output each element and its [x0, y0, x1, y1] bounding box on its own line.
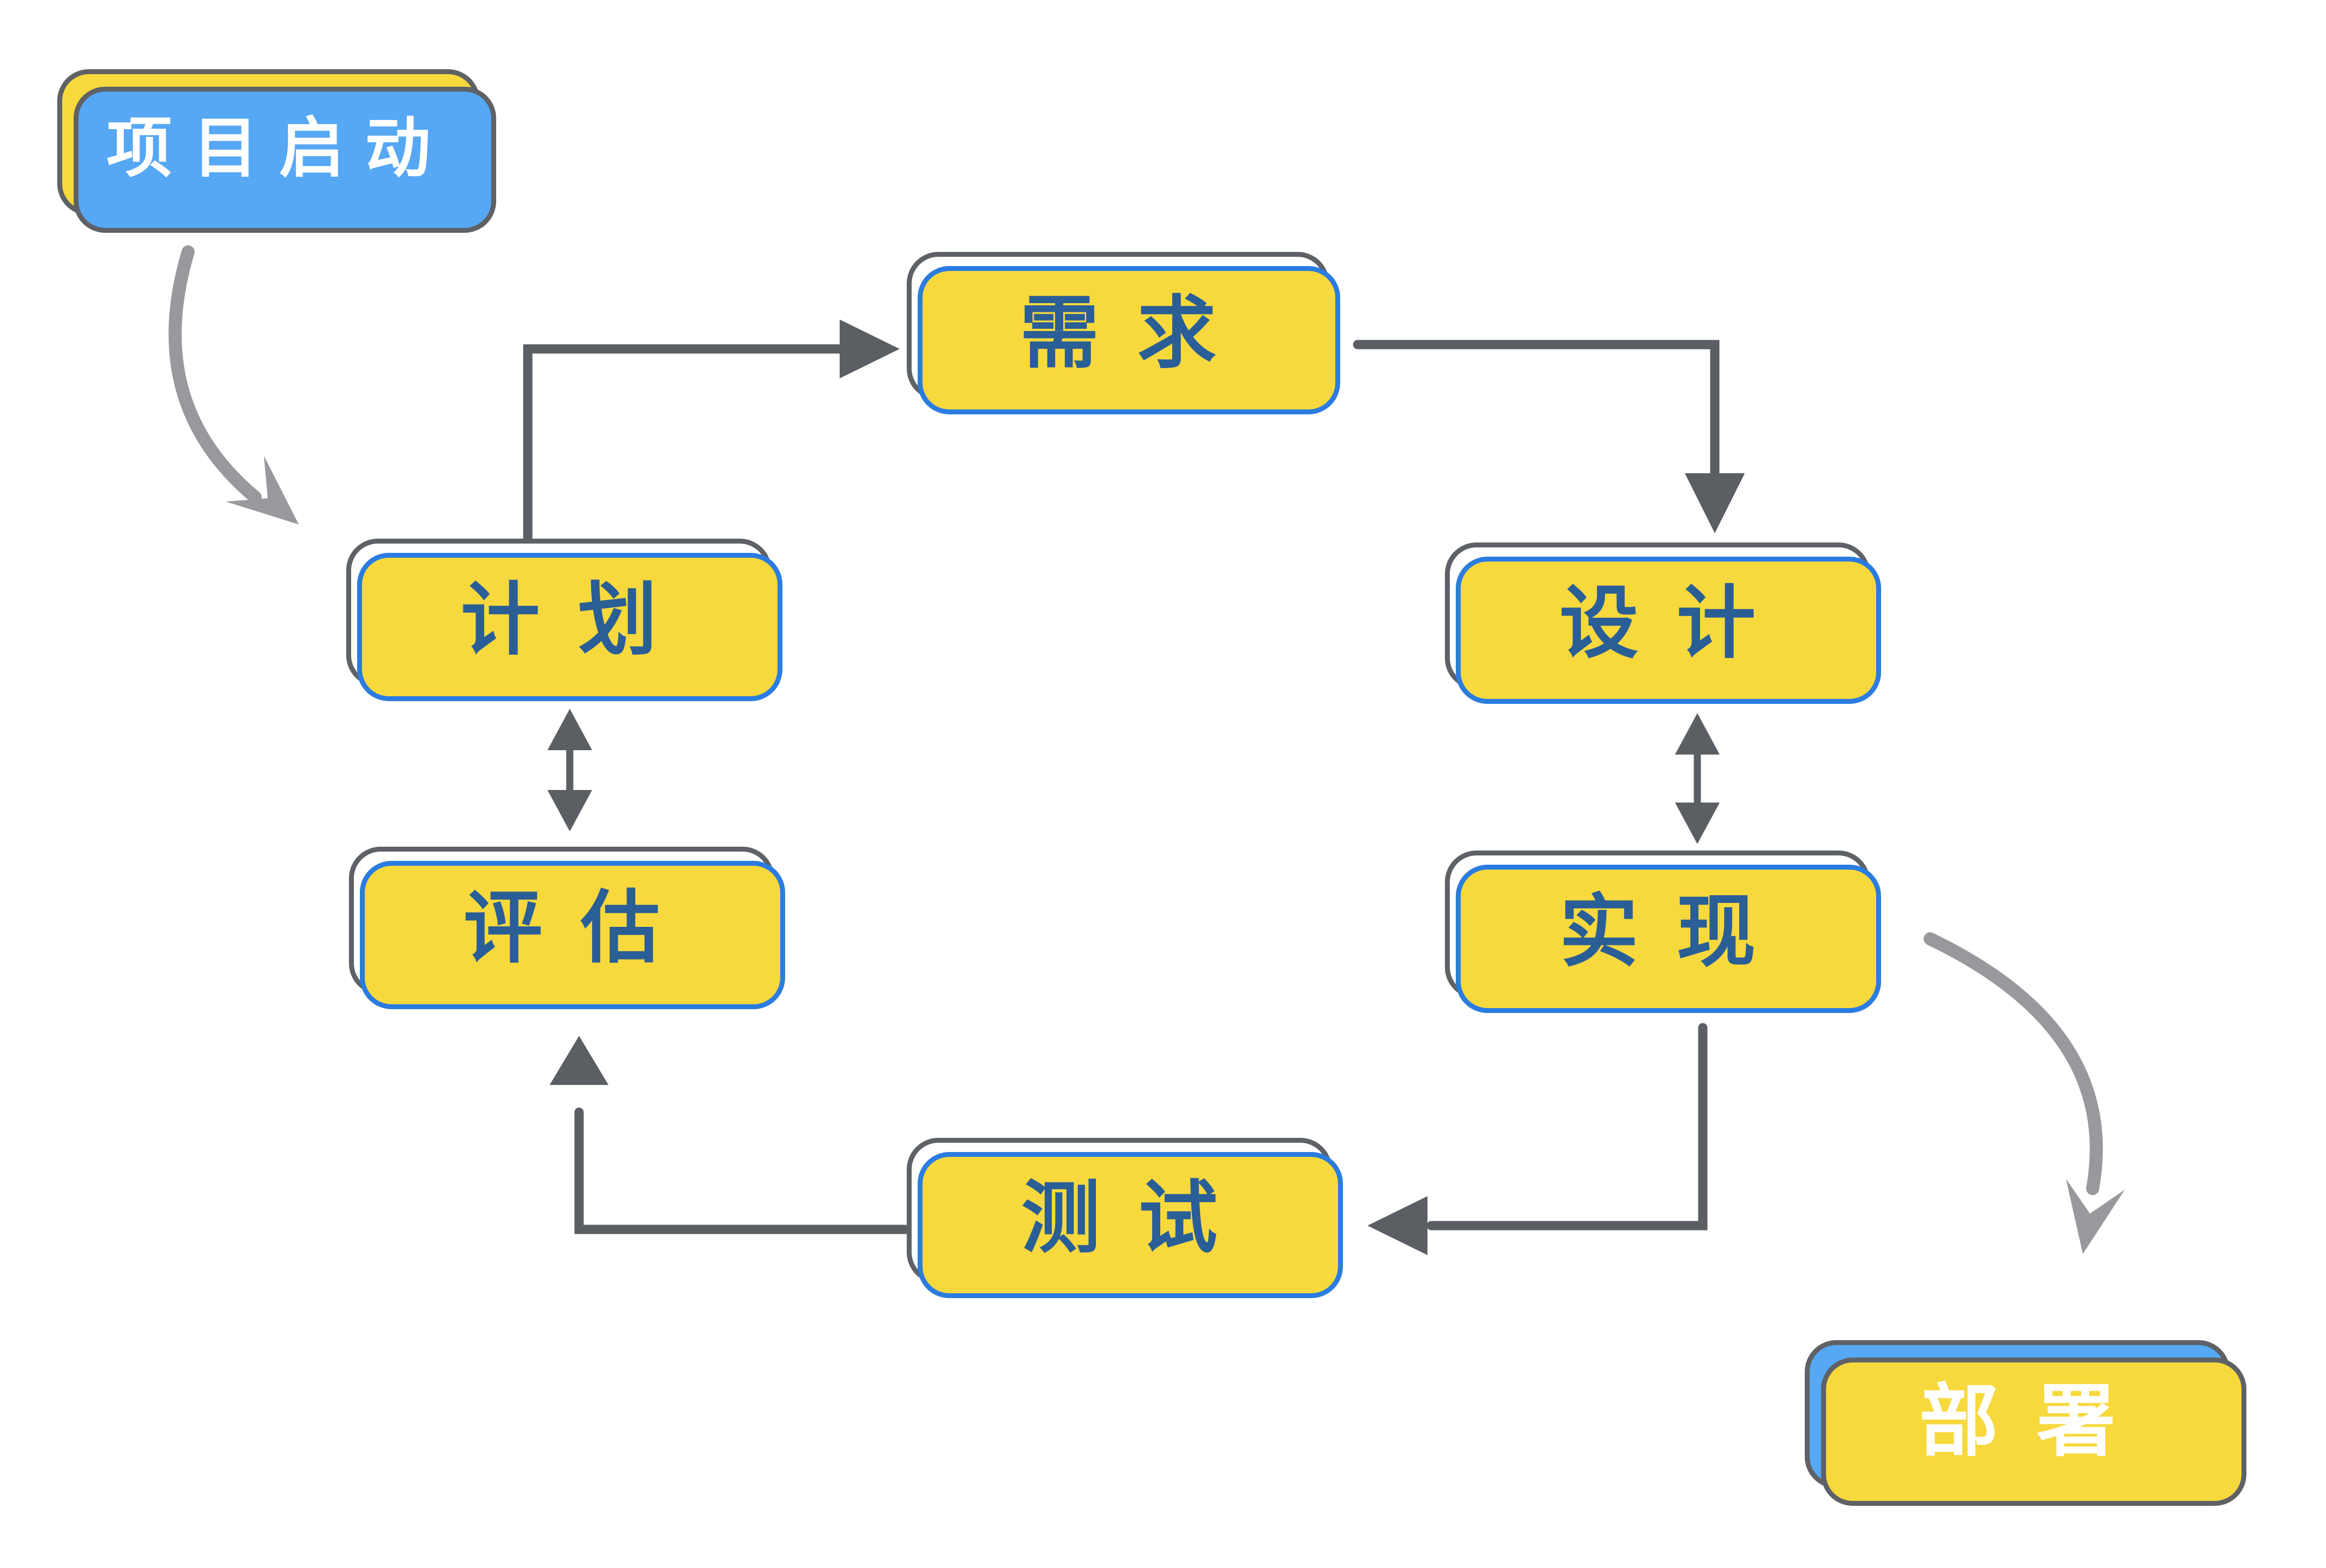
arrow-test-to-evaluate	[550, 1036, 910, 1234]
arrow-plan-to-requirements	[523, 319, 900, 547]
node-requirements: 需求	[907, 252, 1329, 400]
arrow-requirements-to-design	[1353, 340, 1745, 533]
node-test-label: 测试	[1021, 1174, 1256, 1262]
node-project-start-label: 项目启动	[106, 112, 451, 185]
node-plan: 计划	[346, 539, 772, 687]
node-deploy-label: 部署	[1919, 1377, 2154, 1466]
arrow-plan-evaluate	[547, 709, 592, 831]
node-requirements-label: 需求	[1020, 289, 1255, 377]
node-evaluate-label: 评估	[463, 884, 698, 972]
node-test: 测试	[907, 1138, 1332, 1284]
node-design-label: 设计	[1559, 579, 1794, 667]
arrow-implement-to-deploy	[1924, 932, 2125, 1254]
node-implement: 实现	[1445, 851, 1870, 999]
node-implement-label: 实现	[1559, 888, 1794, 976]
node-design: 设计	[1445, 542, 1870, 690]
node-project-start: 项目启动	[57, 69, 480, 215]
arrow-design-implement	[1675, 713, 1720, 844]
arrow-start-to-plan	[168, 245, 299, 524]
arrow-implement-to-test	[1367, 1023, 1708, 1255]
node-deploy: 部署	[1805, 1340, 2230, 1488]
node-evaluate: 评估	[349, 847, 774, 995]
node-plan-label: 计划	[461, 576, 695, 664]
